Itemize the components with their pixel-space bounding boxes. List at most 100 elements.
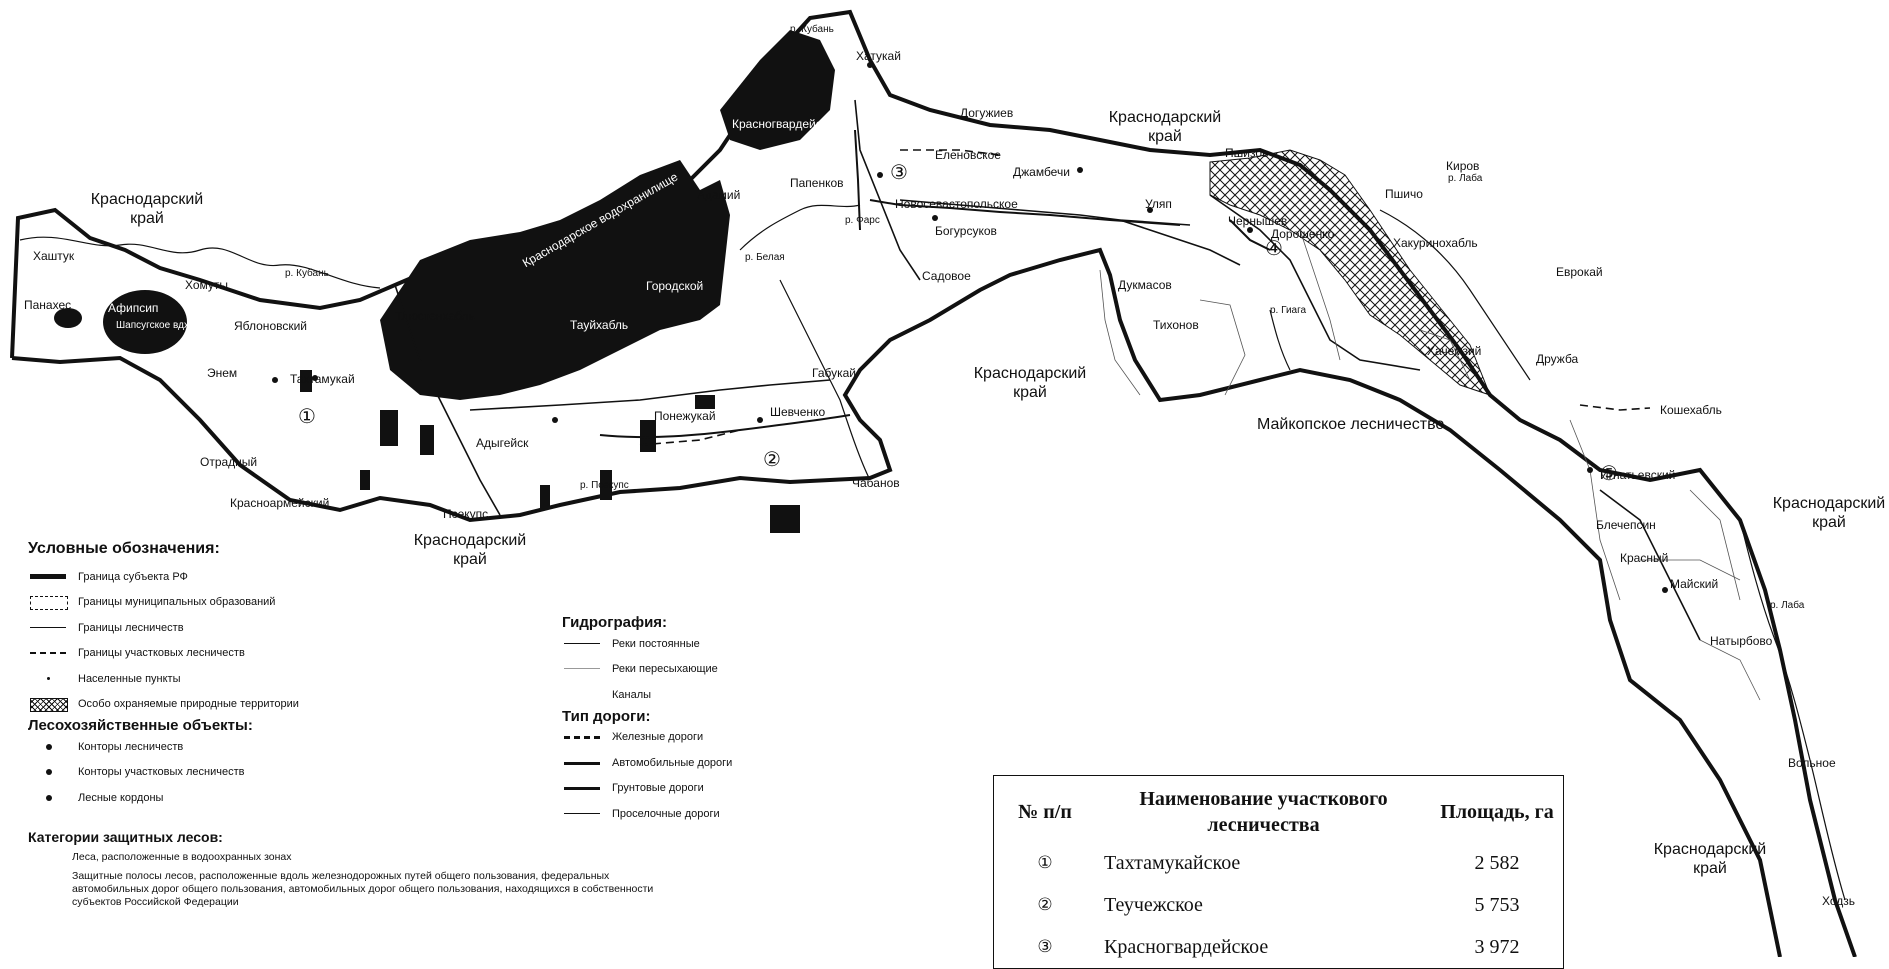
settlement-label: Пшичо bbox=[1385, 187, 1423, 201]
legend-road-dirt: Грунтовые дороги bbox=[562, 776, 782, 802]
krasnodar-reservoir bbox=[380, 160, 730, 400]
settlement-label: Яблоновский bbox=[234, 319, 308, 333]
settlement-label: Богурсуков bbox=[935, 224, 997, 238]
region-label-krasnodar-se: Краснодарский край bbox=[1653, 841, 1767, 877]
legend-hydro-permanent: Реки постоянные bbox=[562, 631, 782, 657]
legend-object-section-office: Конторы участковых лесничеств bbox=[28, 760, 548, 786]
header-name: Наименование участкового лесничества bbox=[1139, 788, 1388, 836]
legend-item-forestry-border: Границы лесничеств bbox=[28, 615, 548, 641]
legend: Условные обозначения: Граница субъекта Р… bbox=[28, 540, 653, 915]
rivers bbox=[19, 204, 1846, 901]
legend-protective-item: Леса, расположенные в водоохранных зонах bbox=[72, 850, 292, 863]
settlement-dots bbox=[272, 62, 1668, 593]
shapsug-reservoir bbox=[103, 290, 187, 354]
settlement-label: Еврокай bbox=[1556, 265, 1603, 279]
table-row: ① Тахтамукайское 2 582 bbox=[1037, 851, 1520, 874]
table-row: ② Теучежское 5 753 bbox=[1037, 893, 1520, 916]
settlement-label: Натырбово bbox=[1710, 634, 1773, 648]
panahes-lake bbox=[54, 308, 82, 328]
reservoir-north bbox=[720, 30, 835, 150]
legend-hydro-canals: Каналы bbox=[612, 688, 652, 701]
water-label: Шапсугское вдхр. bbox=[116, 320, 198, 331]
legend-road-highway: Автомобильные дороги bbox=[562, 750, 782, 776]
protected-area-north bbox=[1209, 149, 1491, 396]
settlement-label: Садовое bbox=[922, 269, 971, 283]
water-label: р. Псекупс bbox=[580, 480, 629, 491]
settlement-label: Адыгейск bbox=[476, 436, 529, 450]
settlement-label: Хомуты bbox=[185, 278, 229, 292]
water-label: р. Лаба bbox=[1448, 173, 1483, 184]
settlement-label: Тихонов bbox=[1153, 318, 1199, 332]
settlement-label: Джамбечи bbox=[1013, 165, 1070, 179]
water-label: р. Кубань bbox=[790, 24, 834, 35]
settlement-label: Хакуринохабль bbox=[1393, 236, 1478, 250]
legend-objects-title: Лесохозяйственные объекты: bbox=[28, 717, 253, 734]
legend-road-country: Проселочные дороги bbox=[562, 801, 782, 827]
subject-border bbox=[10, 9, 1857, 957]
settlement-label: Красноармейский bbox=[230, 496, 330, 510]
region-label-krasnodar-south: Краснодарский край bbox=[413, 532, 527, 568]
legend-item-municipal-border: Границы муниципальных образований bbox=[28, 590, 548, 616]
settlement-label: Тахтамукай bbox=[290, 372, 355, 386]
settlement-label: Майский bbox=[1670, 577, 1719, 591]
legend-object-cordon: Лесные кордоны bbox=[28, 785, 548, 811]
settlement-label: Понежукай bbox=[654, 409, 716, 423]
settlement-label: Дружба bbox=[1536, 352, 1579, 366]
hydrography-legend: Гидрография: Реки постоянные Реки пересы… bbox=[562, 614, 782, 827]
settlement-label: Тауйхабль bbox=[570, 318, 629, 332]
water-label: р. Кубань bbox=[285, 268, 329, 279]
settlement-label: Блечепсин bbox=[1596, 518, 1656, 532]
settlement-label: Адамий bbox=[697, 188, 741, 202]
municipal-borders bbox=[1099, 229, 1761, 701]
settlement-label: Хачемзий bbox=[1427, 344, 1482, 358]
header-area: Площадь, га bbox=[1440, 801, 1554, 823]
section-marker-2: ② bbox=[763, 449, 781, 471]
settlement-label: Энем bbox=[207, 366, 238, 380]
settlement-label: Ходзь bbox=[1822, 894, 1856, 908]
water-label: р. Гиага bbox=[1270, 305, 1307, 316]
settlement-label: Афипсип bbox=[108, 301, 159, 315]
table-row: ③ Красногвардейское 3 972 bbox=[1037, 935, 1520, 958]
settlement-label: Красногвардейское bbox=[732, 117, 841, 131]
region-label-krasnodar-mid: Краснодарский край bbox=[973, 365, 1087, 401]
settlement-label: Еленовское bbox=[935, 148, 1001, 162]
settlement-label: Догужиев bbox=[960, 106, 1014, 120]
legend-road-railway: Железные дороги bbox=[562, 725, 782, 751]
legend-item-protected: Особо охраняемые природные территории bbox=[28, 692, 548, 718]
settlement-label: Шевченко bbox=[770, 405, 826, 419]
settlement-label: Дукмасов bbox=[1118, 278, 1172, 292]
legend-item-settlement: Населенные пункты bbox=[28, 666, 548, 692]
settlement-label: Тлюстенхабль bbox=[395, 309, 475, 323]
settlement-label: Отрадный bbox=[200, 455, 258, 469]
settlement-label: Чернышев bbox=[1228, 214, 1288, 228]
legend-object-forestry-office: Конторы лесничеств bbox=[28, 734, 548, 760]
settlement-label: Уляп bbox=[1145, 197, 1172, 211]
water-label: р. Фарс bbox=[845, 215, 880, 226]
subject-border-south bbox=[11, 247, 1782, 957]
settlement-label: Городской bbox=[646, 279, 704, 293]
settlement-label: Псекупс bbox=[443, 507, 489, 521]
settlement-label: Киров bbox=[1446, 159, 1480, 173]
legend-item-section-border: Границы участковых лесничеств bbox=[28, 641, 548, 667]
roads bbox=[599, 129, 1271, 439]
legend-item-subject-border: Граница субъекта РФ bbox=[28, 564, 548, 590]
settlement-label: Игнатьевский bbox=[1600, 468, 1676, 482]
legend-protective-title: Категории защитных лесов: bbox=[28, 828, 223, 845]
section-marker-3: ③ bbox=[890, 162, 908, 184]
settlement-label: Габукай bbox=[812, 366, 856, 380]
forestry-borders bbox=[394, 99, 1701, 641]
settlement-label: Новосевастопольское bbox=[895, 197, 1018, 211]
settlement-label: Вольное bbox=[1788, 756, 1836, 770]
forestry-label: Майкопское лесничество bbox=[1257, 416, 1445, 433]
settlement-label: Чабанов bbox=[852, 476, 900, 490]
water-label: р. Лаба bbox=[1770, 600, 1805, 611]
settlement-label: Красный bbox=[1620, 551, 1669, 565]
region-label-krasnodar-nw: Краснодарский край bbox=[90, 191, 204, 227]
section-marker-1: ① bbox=[298, 406, 316, 428]
settlement-label: Хаштук bbox=[33, 249, 75, 263]
settlement-label: Папенков bbox=[790, 176, 844, 190]
settlement-label: Пшизов bbox=[1225, 146, 1269, 160]
section-marker-5: ⑤ bbox=[1600, 463, 1618, 485]
header-number: № п/п bbox=[1018, 801, 1072, 823]
